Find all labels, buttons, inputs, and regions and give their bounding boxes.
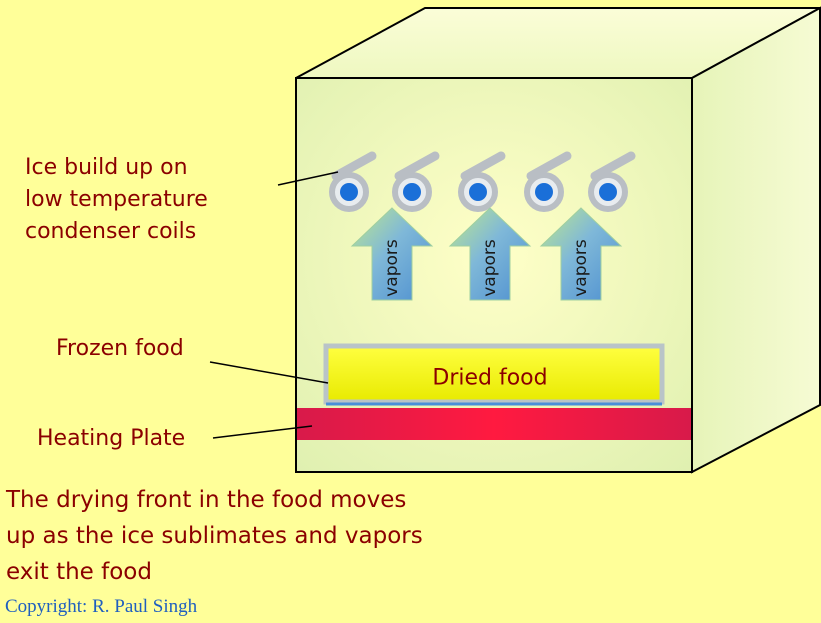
caption-line: exit the food: [6, 559, 152, 585]
condenser-coil-icon: [458, 151, 506, 212]
caption-line: The drying front in the food moves: [6, 487, 407, 513]
frozen-food-leader-line: [209, 361, 329, 384]
condenser-coils: [329, 151, 636, 212]
label-line: Ice build up on: [25, 155, 188, 180]
condenser-coil-icon: [329, 151, 377, 212]
leader-lines: [209, 171, 339, 439]
heating-plate-leader-line: [212, 425, 313, 439]
frozen-food-label: Frozen food: [56, 336, 184, 361]
vapor-label: vapors: [382, 239, 402, 297]
vapor-arrow-icon: vapors: [539, 207, 623, 301]
condenser-coil-icon: [588, 151, 636, 212]
vapor-arrow-icon: vapors: [350, 207, 434, 301]
vapor-arrows: vapors vapors vapors: [350, 207, 623, 301]
vapor-arrow-icon: vapors: [448, 207, 532, 301]
condenser-coil-icon: [524, 151, 572, 212]
caption-line: up as the ice sublimates and vapors: [6, 523, 423, 549]
food-tray: Dried food: [323, 343, 665, 406]
drying-cabinet: [295, 6, 821, 474]
ice-buildup-label: Ice build up on low temperature condense…: [25, 152, 208, 248]
caption: The drying front in the food moves up as…: [6, 482, 423, 590]
condenser-coil-icon: [392, 151, 440, 212]
ice-leader-line: [277, 171, 339, 186]
label-line: low temperature: [25, 187, 208, 212]
copyright-notice: Copyright: R. Paul Singh: [5, 596, 198, 617]
vapor-label: vapors: [480, 239, 500, 297]
dried-food-label: Dried food: [432, 366, 547, 391]
food-block: [323, 343, 665, 405]
heating-plate-label: Heating Plate: [37, 426, 186, 451]
label-line: condenser coils: [25, 219, 197, 244]
vapor-label: vapors: [571, 239, 591, 297]
heating-plate: [297, 408, 691, 440]
cabinet-side-face: [691, 6, 821, 474]
